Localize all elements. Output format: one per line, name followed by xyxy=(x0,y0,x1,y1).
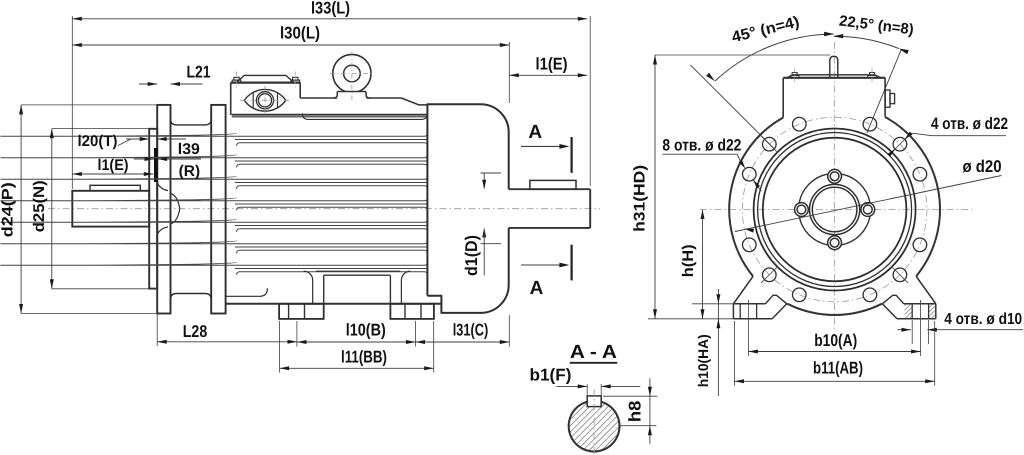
svg-text:l20(T): l20(T) xyxy=(78,133,118,150)
svg-text:l1(E): l1(E) xyxy=(536,54,568,73)
svg-text:8 отв. ø d22: 8 отв. ø d22 xyxy=(662,136,741,154)
svg-text:l33(L): l33(L) xyxy=(311,0,350,18)
svg-text:(R): (R) xyxy=(179,163,201,180)
svg-text:l39: l39 xyxy=(178,141,200,158)
svg-text:l11(BB): l11(BB) xyxy=(341,347,387,366)
svg-text:h(H): h(H) xyxy=(680,244,697,277)
svg-text:d25(N): d25(N) xyxy=(31,180,48,232)
svg-text:d1(D): d1(D) xyxy=(462,235,481,276)
svg-text:l1(E): l1(E) xyxy=(98,157,129,174)
svg-text:A - A: A - A xyxy=(570,342,617,363)
svg-text:h8: h8 xyxy=(625,401,644,423)
svg-text:L28: L28 xyxy=(183,322,208,341)
svg-text:A: A xyxy=(528,122,542,143)
svg-text:A: A xyxy=(530,278,544,299)
svg-text:b11(AB): b11(AB) xyxy=(813,359,863,378)
svg-text:l30(L): l30(L) xyxy=(280,23,320,42)
svg-text:4 отв. ø d10: 4 отв. ø d10 xyxy=(944,311,1022,328)
svg-text:ø d20: ø d20 xyxy=(963,157,1002,176)
svg-text:l10(B): l10(B) xyxy=(346,321,386,340)
svg-text:h10(HA): h10(HA) xyxy=(695,334,711,387)
svg-text:4 отв. ø d22: 4 отв. ø d22 xyxy=(931,115,1008,133)
svg-text:b1(F): b1(F) xyxy=(530,365,572,384)
svg-text:d24(P): d24(P) xyxy=(0,182,17,237)
svg-text:L21: L21 xyxy=(187,62,211,81)
svg-text:b10(A): b10(A) xyxy=(814,331,857,350)
svg-text:l31(C): l31(C) xyxy=(453,321,489,340)
svg-text:h31(HD): h31(HD) xyxy=(632,165,649,232)
